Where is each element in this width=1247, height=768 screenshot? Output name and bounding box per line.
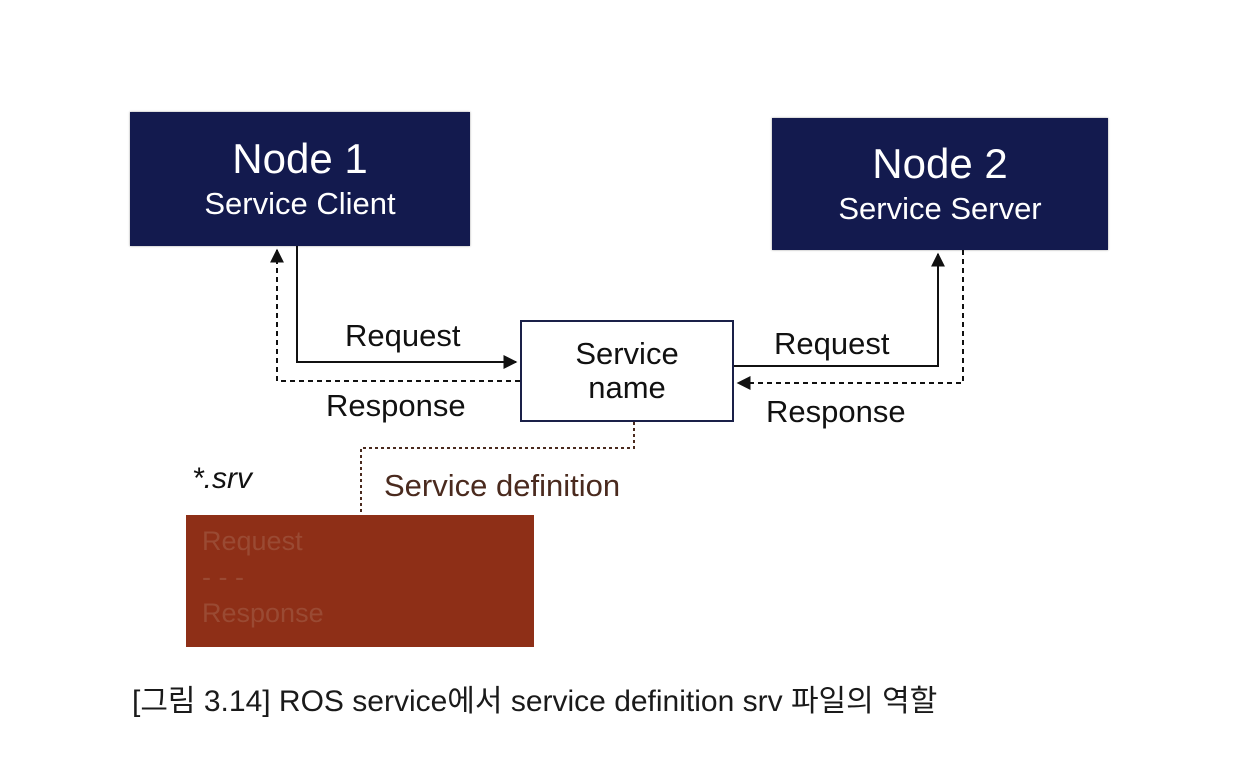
srv-box-separator: - - - [202, 562, 244, 592]
node-1-subtitle: Service Client [204, 186, 396, 221]
request-arrow-left [296, 246, 518, 369]
service-name-box: Service name [520, 320, 734, 422]
node-2-title: Node 2 [872, 140, 1008, 187]
response-arrow-left [270, 248, 520, 382]
node-2-service-server: Node 2 Service Server [772, 118, 1108, 250]
service-definition-link [360, 422, 635, 515]
node-2-subtitle: Service Server [838, 191, 1042, 226]
request-label-right: Request [774, 326, 890, 361]
response-arrow-right [736, 250, 964, 390]
srv-file-box: Request - - - Response [186, 515, 534, 647]
figure-caption: [그림 3.14] ROS service에서 service definiti… [132, 685, 938, 718]
service-box-line1: Service [575, 336, 679, 371]
request-label-left: Request [345, 318, 461, 353]
srv-box-response: Response [202, 598, 324, 628]
response-label-left: Response [326, 388, 466, 423]
service-definition-label: Service definition [384, 468, 621, 503]
response-label-right: Response [766, 394, 906, 429]
node-1-title: Node 1 [232, 135, 368, 182]
srv-box-request: Request [202, 526, 303, 556]
service-box-line2: name [588, 370, 666, 405]
request-arrow-right [734, 252, 945, 367]
srv-file-label: *.srv [192, 462, 252, 495]
node-1-service-client: Node 1 Service Client [130, 112, 470, 246]
